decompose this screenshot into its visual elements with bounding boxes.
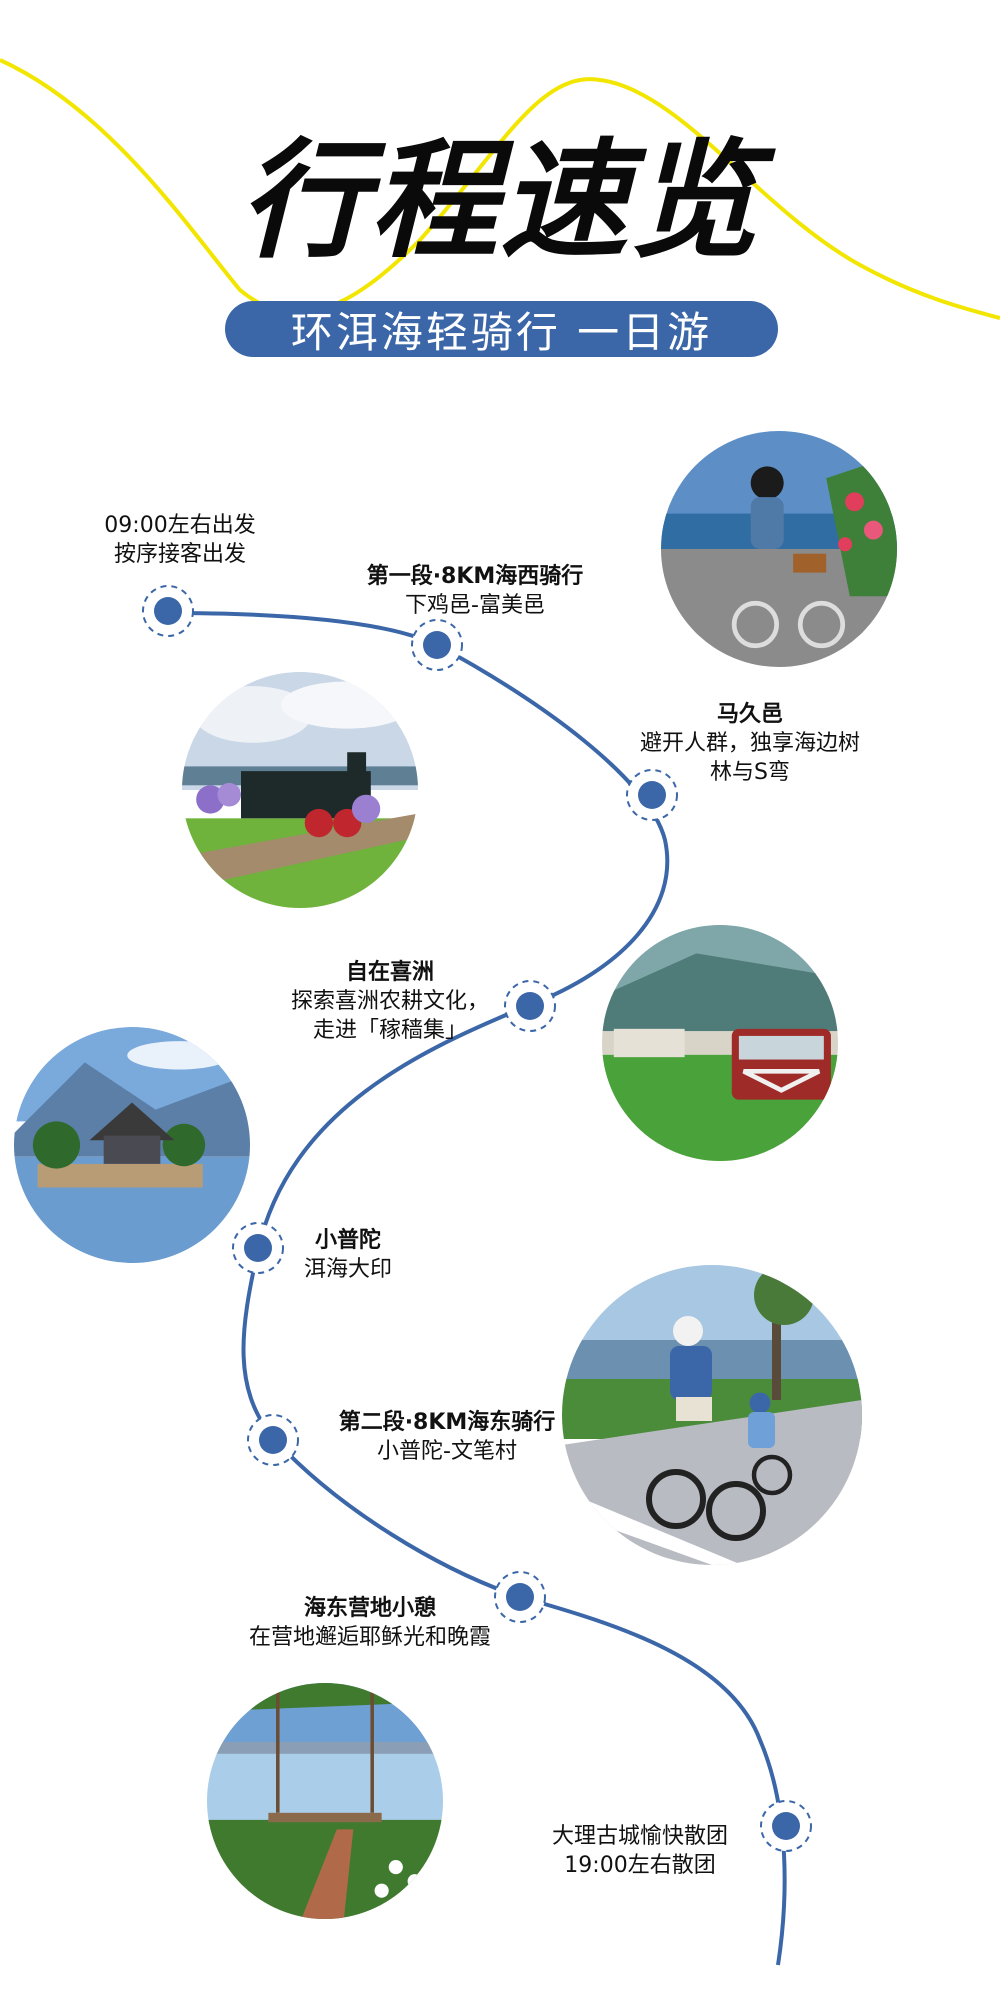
stop-label-segment1: 第一段·8KM海西骑行 下鸡邑-富美邑 xyxy=(340,562,610,620)
page-title: 行程速览 xyxy=(239,127,760,276)
stop-line: 大理古城愉快散团 xyxy=(551,1824,728,1849)
route-line xyxy=(167,611,787,1966)
decorative-yellow-curve xyxy=(0,58,1000,320)
photo-xiaoputuo-temple xyxy=(14,1027,250,1263)
photo-swing-lake xyxy=(207,1683,443,1919)
stop-line: 按序接客出发 xyxy=(113,542,246,567)
route-marker xyxy=(411,619,463,671)
stop-line: 小普陀-文笔村 xyxy=(377,1439,517,1464)
photo-tram-car xyxy=(602,925,838,1161)
stop-label-xizhou: 自在喜洲 探索喜洲农耕文化， 走进「稼穑集」 xyxy=(270,958,510,1045)
route-marker xyxy=(504,980,556,1032)
stop-title: 自在喜洲 xyxy=(345,960,434,985)
stop-label-segment2: 第二段·8KM海东骑行 小普陀-文笔村 xyxy=(312,1408,582,1466)
stop-label-majiuyi: 马久邑 避开人群，独享海边树 林与S弯 xyxy=(615,700,885,787)
stop-title: 马久邑 xyxy=(716,702,783,727)
route-marker xyxy=(494,1571,546,1623)
stop-line: 走进「稼穑集」 xyxy=(312,1018,467,1043)
route-marker xyxy=(232,1222,284,1274)
stop-line: 在营地邂逅耶稣光和晚霞 xyxy=(248,1625,491,1650)
photo-steam-train xyxy=(182,672,418,908)
stop-line: 洱海大印 xyxy=(303,1257,392,1282)
route-marker xyxy=(760,1800,812,1852)
stop-label-departure: 09:00左右出发 按序接客出发 xyxy=(80,511,280,569)
route-marker xyxy=(142,585,194,637)
stop-title: 第二段·8KM海东骑行 xyxy=(338,1410,556,1435)
route-marker xyxy=(247,1414,299,1466)
stop-label-haidong-camp: 海东营地小憩 在营地邂逅耶稣光和晚霞 xyxy=(220,1594,520,1652)
stop-label-dali-end: 大理古城愉快散团 19:00左右散团 xyxy=(520,1822,760,1880)
stop-line: 探索喜洲农耕文化， xyxy=(290,989,489,1014)
stop-line: 林与S弯 xyxy=(710,760,790,785)
stop-title: 小普陀 xyxy=(314,1228,381,1253)
photo-cyclist-woman xyxy=(661,431,897,667)
route-markers xyxy=(142,585,812,1852)
stop-line: 避开人群，独享海边树 xyxy=(639,731,860,756)
stop-title: 海东营地小憩 xyxy=(303,1596,436,1621)
stop-line: 09:00左右出发 xyxy=(104,513,256,538)
stop-label-xiaoputuo: 小普陀 洱海大印 xyxy=(288,1226,408,1284)
route-marker xyxy=(626,769,678,821)
stop-line: 19:00左右散团 xyxy=(564,1853,716,1878)
stop-title: 第一段·8KM海西骑行 xyxy=(366,564,584,589)
stop-line: 下鸡邑-富美邑 xyxy=(405,593,545,618)
photo-family-cycling xyxy=(562,1265,862,1565)
subtitle-badge: 环洱海轻骑行 一日游 xyxy=(225,301,778,357)
